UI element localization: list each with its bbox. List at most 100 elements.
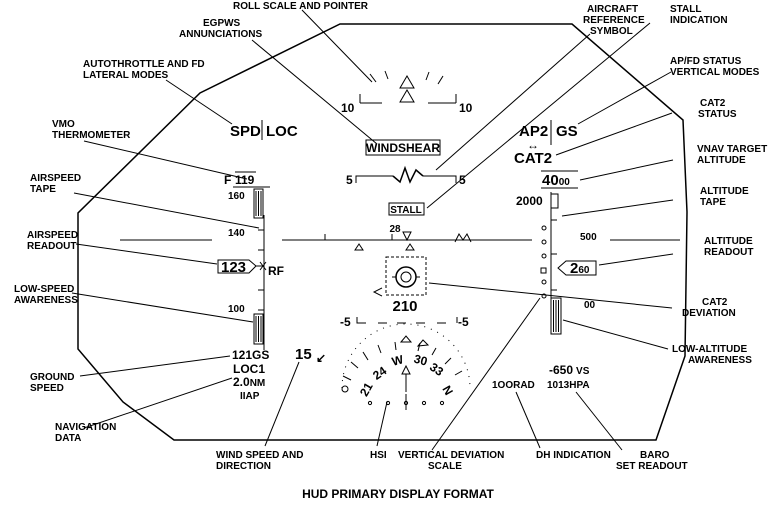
leader-altitude-tape: [561, 199, 674, 217]
roll-pointer: [399, 75, 415, 89]
airspeed-tick-160: 160: [228, 191, 245, 202]
low-speed-awareness: [253, 313, 264, 345]
roll-scale-tick: [437, 75, 444, 85]
heading-pointer: [402, 231, 412, 242]
altitude-readout-box: [557, 260, 597, 276]
wind-direction-arrow: ↙: [316, 351, 326, 365]
vertical-deviation-pointer: [540, 267, 547, 274]
altitude-tick-00: 00: [584, 300, 596, 311]
hsi-lubber: [401, 364, 411, 375]
lateral-mode: LOC: [266, 123, 298, 140]
leader-cat2-status: [555, 112, 673, 156]
leader-ground-speed: [79, 355, 231, 377]
horizon-marker: [354, 243, 364, 251]
cat2-status: CAT2: [514, 150, 552, 167]
leader-low-speed: [71, 292, 254, 323]
vmo-flap: F: [224, 173, 231, 187]
vmo-thermometer: [253, 188, 264, 219]
airspeed-readout-box: [217, 259, 257, 274]
baro-set: 1013HPA: [547, 380, 590, 391]
vertical-mode: GS: [556, 123, 578, 140]
flight-path-center: [400, 271, 412, 283]
airspeed-pointer: [256, 261, 267, 271]
pitch-label-5-right: 5: [459, 173, 466, 187]
acceleration-chevron: [372, 287, 383, 297]
label-roll-scale: ROLL SCALE AND POINTER: [233, 1, 369, 12]
leader-egpws: [251, 39, 378, 145]
hsi-label-24: 24: [370, 363, 389, 382]
label-dh-indication: DH INDICATION: [536, 450, 611, 461]
low-altitude-awareness: [550, 297, 562, 335]
airspeed-readout: 123: [221, 259, 246, 276]
leader-stall: [426, 22, 651, 209]
hud-frame: [77, 23, 688, 441]
hsi-label-w: W: [390, 352, 405, 369]
leader-vmo: [83, 140, 248, 180]
vmo-speed: 119: [235, 173, 255, 187]
roll-scale-tick: [425, 71, 430, 81]
hsi-tick: [431, 347, 437, 356]
hsi-label-30: 30: [412, 352, 429, 369]
leader-baro: [575, 391, 623, 451]
flight-path-symbol: [395, 266, 417, 288]
windshear-annunciation: WINDSHEAR: [366, 141, 440, 155]
vertical-deviation-dot: [541, 239, 547, 245]
hsi-heading-bug: [399, 335, 413, 343]
ground-speed: 121GS: [232, 348, 269, 362]
nav-distance: 2.0NM: [233, 375, 265, 389]
leader-apfd: [577, 71, 672, 125]
vertical-deviation-dot: [541, 225, 547, 231]
hsi-tick: [444, 357, 452, 365]
leader-altitude-readout: [598, 253, 674, 266]
roll-label-left: 10: [341, 101, 355, 115]
roll-label-right: 10: [459, 101, 473, 115]
hsi-label-21: 21: [357, 380, 376, 399]
leader-dh: [515, 391, 541, 449]
leader-vnav: [579, 159, 674, 181]
hsi-label-n: N: [439, 383, 455, 398]
leader-roll-scale: [301, 9, 373, 83]
vertical-deviation-dot: [541, 253, 547, 259]
pitch-label-minus5-left: -5: [340, 315, 351, 329]
airspeed-tick-100: 100: [228, 304, 245, 315]
hsi-tick: [394, 341, 397, 351]
leader-autothrottle: [165, 79, 233, 125]
altitude-readout: 260: [570, 260, 590, 277]
horizon-heading-bug: [454, 233, 472, 243]
hsi-tick: [377, 344, 382, 354]
pitch-ladder-5: [355, 175, 457, 183]
vertical-deviation-dot: [541, 293, 547, 299]
roll-scale-tick: [384, 70, 389, 80]
leader-wind: [264, 361, 300, 447]
hsi-tick: [362, 351, 369, 361]
roll-scale-tick: [369, 73, 377, 83]
vnav-target-altitude: 4000: [542, 172, 570, 189]
heading-scale-value: 28: [389, 224, 401, 235]
pitch-label-5-left: 5: [346, 173, 353, 187]
hsi: 21 24 W 30 33 N: [341, 323, 471, 410]
hsi-circle: [341, 385, 349, 393]
vertical-deviation-dot: [541, 279, 547, 285]
leader-nav-data: [83, 377, 233, 429]
nav-source: LOC1: [233, 362, 265, 376]
hsi-dev-dot: [367, 400, 373, 406]
leader-airspeed-tape: [73, 192, 260, 229]
heading-readout: 210: [392, 298, 417, 315]
hsi-tick: [350, 361, 359, 369]
figure-title: HUD PRIMARY DISPLAY FORMAT: [302, 487, 494, 501]
